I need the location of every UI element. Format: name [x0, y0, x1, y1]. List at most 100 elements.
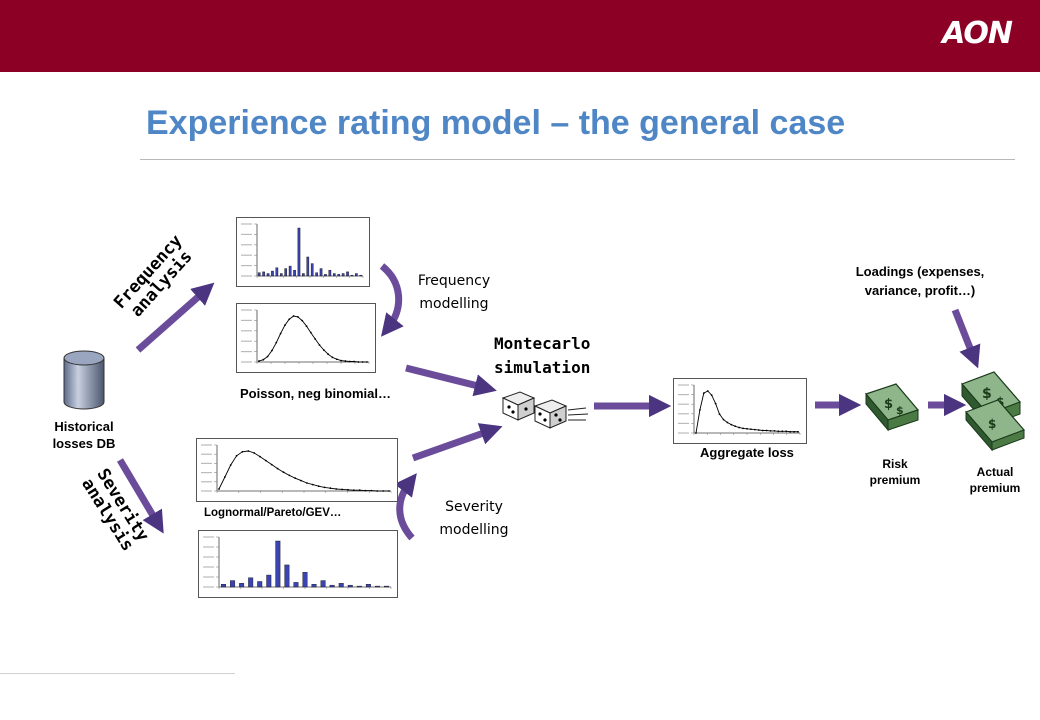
curve-point — [695, 432, 697, 434]
page-title: Experience rating model – the general ca… — [146, 104, 846, 142]
curve-point — [765, 429, 768, 432]
frequency-fitted-curve-svg — [241, 309, 370, 364]
curve-point — [793, 430, 795, 433]
severity-histogram-chart — [198, 530, 398, 598]
curve-point — [366, 361, 368, 363]
actual-premium-label: Actual premium — [969, 465, 1021, 495]
curve-point — [726, 421, 729, 424]
histogram-bar — [332, 273, 336, 277]
histogram-bar — [355, 273, 358, 277]
histogram-bar — [365, 584, 371, 588]
curve-point — [259, 455, 261, 458]
curve-point — [296, 316, 299, 318]
frequency-curve-chart — [236, 303, 376, 373]
curve-point — [309, 331, 312, 334]
severity-curve-chart — [196, 438, 398, 502]
histogram-bar — [315, 272, 318, 277]
curve-point — [314, 338, 317, 340]
histogram-bar — [374, 585, 380, 588]
curve-point — [699, 409, 701, 411]
curve-point — [292, 315, 295, 317]
curve-point — [306, 482, 308, 484]
arrow-loadings-to-actual — [951, 308, 981, 369]
arrow-frequency-to-simulation — [405, 364, 497, 397]
curve-point — [318, 344, 321, 346]
arrow-frequency-modelling — [379, 263, 404, 337]
curve-point — [388, 490, 390, 492]
histogram-bar — [328, 270, 332, 277]
histogram-bar — [279, 273, 283, 277]
montecarlo-label: Montecarlo simulation — [494, 334, 591, 377]
histogram-bar — [284, 268, 288, 277]
curve-point — [279, 332, 282, 335]
curve-point — [266, 355, 269, 358]
histogram-bar — [297, 227, 301, 277]
arrow-severity-to-simulation — [411, 423, 503, 462]
curve-point — [311, 483, 314, 486]
histogram-bar — [319, 268, 323, 277]
curve-point — [247, 450, 250, 452]
curve-point — [323, 486, 326, 489]
histogram-bar — [311, 584, 317, 588]
histogram-bar — [266, 574, 272, 588]
frequency-histogram-chart — [236, 217, 370, 287]
histogram-bar — [248, 577, 254, 588]
title-divider — [140, 159, 1015, 160]
curve-point — [742, 427, 744, 430]
curve-point — [753, 428, 756, 431]
histogram-bar — [230, 580, 236, 588]
svg-text:$: $ — [982, 386, 992, 402]
curve-point — [718, 413, 721, 415]
severity-modelling-label: Severity modelling — [439, 499, 509, 538]
curve-point — [730, 423, 733, 426]
histogram-bar — [338, 583, 344, 588]
histogram-bar — [384, 585, 389, 588]
curve-point — [714, 402, 717, 405]
curve-point — [341, 488, 344, 491]
curve-point — [738, 426, 741, 429]
curve-point — [294, 477, 297, 480]
curve-point — [282, 471, 285, 474]
curve-point — [769, 430, 772, 432]
money-stack-icon: $ $ — [864, 383, 920, 432]
database-icon — [63, 350, 105, 410]
curve-point — [357, 361, 360, 363]
curve-point — [340, 359, 342, 362]
curve-point — [781, 430, 784, 433]
histogram-bar — [320, 580, 326, 588]
curve-point — [223, 476, 226, 478]
arrow-db-to-frequency — [135, 282, 215, 353]
curve-point — [258, 360, 260, 362]
curve-point — [353, 360, 355, 363]
curve-point — [347, 488, 349, 491]
curve-point — [750, 428, 752, 431]
curve-point — [241, 450, 244, 453]
svg-text:$: $ — [988, 417, 996, 431]
histogram-bar — [350, 274, 354, 277]
histogram-bar — [306, 256, 310, 277]
histogram-bar — [284, 564, 290, 588]
curve-point — [376, 490, 379, 492]
histogram-bar — [221, 584, 226, 588]
histogram-bar — [347, 584, 353, 588]
curve-point — [270, 463, 273, 466]
histogram-bar — [302, 273, 305, 277]
histogram-bar — [257, 581, 263, 588]
histogram-bar — [239, 583, 245, 588]
curve-point — [364, 489, 367, 492]
curve-point — [344, 360, 347, 362]
histogram-bar — [324, 274, 327, 277]
curve-point — [229, 464, 232, 466]
curve-point — [218, 488, 220, 490]
svg-text:$: $ — [884, 397, 893, 412]
aggregate-loss-chart — [673, 378, 807, 444]
frequency-modelling-label: Frequency modelling — [417, 273, 491, 312]
curve-point — [253, 452, 256, 454]
curve-point — [301, 319, 304, 322]
curve-point — [288, 318, 291, 321]
curve-point — [358, 489, 361, 492]
curve-point — [382, 490, 385, 492]
curve-point — [757, 429, 760, 431]
curve-point — [702, 392, 705, 394]
